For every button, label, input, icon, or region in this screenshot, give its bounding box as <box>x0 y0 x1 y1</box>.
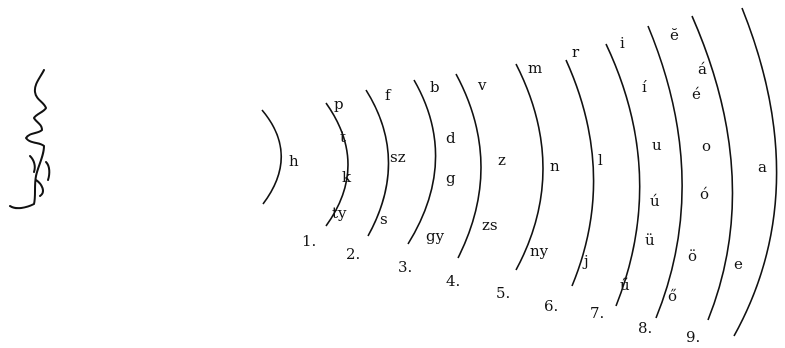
letter-zs: zs <box>482 216 498 234</box>
letter-b: b <box>430 78 440 96</box>
arc-5 <box>515 63 544 271</box>
arc-4 <box>455 73 482 259</box>
letter-o: o <box>702 137 711 155</box>
letter-s: s <box>380 210 388 228</box>
letter-i-acute: í <box>642 78 647 96</box>
letter-ty: ty <box>332 204 347 222</box>
letter-u-double-acute: ű <box>620 276 630 294</box>
zone-number-6: 6. <box>544 297 558 315</box>
letter-k: k <box>342 168 352 186</box>
letter-j: j <box>582 252 589 270</box>
letter-r: r <box>572 43 580 61</box>
letter-m: m <box>528 59 542 77</box>
letter-i: i <box>620 34 625 52</box>
arc-0 <box>261 109 282 205</box>
zone-number-1: 1. <box>302 232 316 250</box>
letter-e-breve: ĕ <box>670 26 679 44</box>
arc-1 <box>325 102 349 227</box>
letter-u: u <box>652 136 662 154</box>
zone-number-9: 9. <box>686 328 700 346</box>
letter-z: z <box>498 151 506 169</box>
letter-l: l <box>598 151 603 169</box>
arc-2 <box>365 89 390 237</box>
letter-f: f <box>385 86 392 104</box>
letter-u-umlaut: ü <box>645 231 655 249</box>
letter-u-acute: ú <box>650 192 660 210</box>
arc-3 <box>407 79 437 245</box>
letter-a: a <box>758 158 767 176</box>
letter-sz: sz <box>390 148 406 166</box>
letter-e-acute: é <box>692 85 701 103</box>
zone-number-7: 7. <box>590 304 604 322</box>
arc-10 <box>733 7 778 337</box>
letter-a-acute: á <box>698 60 707 78</box>
letter-v: v <box>477 76 487 94</box>
letter-o-umlaut: ö <box>688 247 697 265</box>
letter-t: t <box>340 128 346 146</box>
letter-p: p <box>334 95 344 113</box>
letter-ny: ny <box>530 242 549 260</box>
zone-arcs <box>261 7 778 337</box>
zone-number-4: 4. <box>446 272 460 290</box>
letter-o-acute: ó <box>700 185 709 203</box>
zone-number-3: 3. <box>398 258 412 276</box>
letter-h: h <box>289 152 299 170</box>
zone-number-2: 2. <box>346 245 360 263</box>
letter-n: n <box>550 157 560 175</box>
arc-7 <box>605 43 641 307</box>
zone-letters: h p t k ty f sz s b d g gy v z zs m n ny… <box>289 26 767 305</box>
zone-numbers: 1. 2. 3. 4. 5. 6. 7. 8. 9. <box>302 232 700 346</box>
face-profile-icon <box>9 69 51 210</box>
arc-9 <box>691 15 734 321</box>
letter-e: e <box>734 255 743 273</box>
letter-g: g <box>446 169 456 187</box>
arc-8 <box>647 25 683 319</box>
letter-o-double-acute: ő <box>668 287 677 305</box>
zone-number-8: 8. <box>638 319 652 337</box>
zone-number-5: 5. <box>496 284 510 302</box>
arc-6 <box>565 59 595 287</box>
letter-d: d <box>446 129 456 147</box>
letter-gy: gy <box>426 227 445 245</box>
